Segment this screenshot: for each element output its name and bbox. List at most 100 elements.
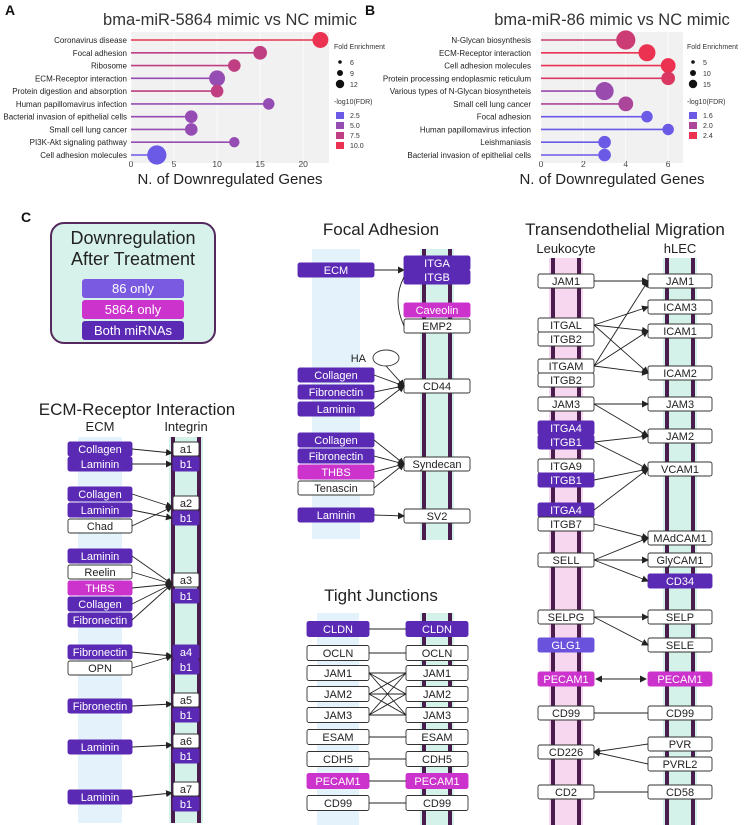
x-tick-label: 20 xyxy=(298,159,308,169)
tight-right-jam1: JAM1 xyxy=(405,665,469,681)
legend-color-label: 2.0 xyxy=(703,123,713,130)
tight-left-cldn-label: CLDN xyxy=(323,624,353,636)
legend-size-label: 9 xyxy=(350,71,354,78)
plot-area xyxy=(541,32,683,163)
tight-left-jam2-label: JAM2 xyxy=(324,689,352,701)
hlec-cd34-label: CD34 xyxy=(666,576,694,588)
ecm-ligand-fibronectin: Fibronectin xyxy=(67,644,133,660)
hlec-cd58: CD58 xyxy=(647,784,713,800)
hlec-jam3: JAM3 xyxy=(647,396,713,412)
lollipop-point xyxy=(641,110,653,123)
legend-size-dot xyxy=(688,79,698,89)
ecm-ligand-opn: OPN xyxy=(67,660,133,676)
leukocyte-itga9-label: ITGA9 xyxy=(550,461,582,473)
x-axis-label: N. of Downregulated Genes xyxy=(519,171,704,188)
ecm-binding-arrow xyxy=(131,571,173,586)
hlec-pvr: PVR xyxy=(647,736,713,752)
focal-ligand-fibronectin-label: Fibronectin xyxy=(309,387,363,399)
ecm-ligand-thbs: THBS xyxy=(67,580,133,596)
integrin-b1-label: b1 xyxy=(180,459,192,471)
legend-color-swatch xyxy=(689,112,697,119)
tight-right-ocln: OCLN xyxy=(405,645,469,661)
leukocyte-itgam: ITGAM xyxy=(537,358,595,374)
tight-right-jam3-label: JAM3 xyxy=(423,710,451,722)
leukocyte-cd2-label: CD2 xyxy=(555,787,577,799)
category-label: Bacterial invasion of epithelial cells xyxy=(3,113,127,122)
leukocyte-itgb1: ITGB1 xyxy=(537,434,595,450)
focal-receptor-sv2-label: SV2 xyxy=(427,511,448,523)
integrin-b1: b1 xyxy=(172,510,200,526)
tight-left-esam: ESAM xyxy=(306,729,370,745)
focal-ha: HA xyxy=(351,349,400,367)
category-label: ECM-Receptor interaction xyxy=(35,74,127,83)
tight-left-cdh5: CDH5 xyxy=(306,751,370,767)
lollipop-point xyxy=(618,96,634,112)
legend-size-title: Fold Enrichment xyxy=(687,44,738,51)
ecm-binding-arrow xyxy=(131,509,173,521)
focal-receptor-caveolin: Caveolin xyxy=(403,302,471,318)
leukocyte-membrane xyxy=(549,258,583,825)
legend-size-label: 15 xyxy=(703,82,711,89)
tight-right-cdh5-label: CDH5 xyxy=(422,754,452,766)
focal-membrane xyxy=(420,249,454,540)
tight-left-cd99: CD99 xyxy=(306,795,370,811)
tight-right-cd99: CD99 xyxy=(405,795,469,811)
ecm-ligand-opn-label: OPN xyxy=(88,663,112,675)
focal-receptor-itgb-label: ITGB xyxy=(424,272,450,284)
ecm-ligand-laminin-label: Laminin xyxy=(81,742,120,754)
hlec-jam2: JAM2 xyxy=(647,428,713,444)
focal-ligand-fibronectin-label: Fibronectin xyxy=(309,451,363,463)
focal-ligand-collagen-label: Collagen xyxy=(314,370,357,382)
integrin-a7: a7 xyxy=(172,781,200,797)
integrin-membrane xyxy=(169,437,203,823)
hlec-icam3: ICAM3 xyxy=(647,299,713,315)
legend-size-dot xyxy=(337,70,343,76)
hlec-cd58-label: CD58 xyxy=(666,787,694,799)
integrin-b1: b1 xyxy=(172,456,200,472)
integrin-a7-label: a7 xyxy=(180,784,192,796)
hlec-cd99-label: CD99 xyxy=(666,708,694,720)
hlec-pecam1-label: PECAM1 xyxy=(657,674,702,686)
integrin-b1: b1 xyxy=(172,588,200,604)
leukocyte-cd99: CD99 xyxy=(537,705,595,721)
focal-ecm-label: ECM xyxy=(324,265,348,277)
integrin-a2: a2 xyxy=(172,495,200,511)
leukocyte-itgb2: ITGB2 xyxy=(537,331,595,347)
downregulation-legend: Downregulation After Treatment 86 only 5… xyxy=(50,222,216,344)
tight-right-pecam1-label: PECAM1 xyxy=(414,776,459,788)
focal-receptor-emp2-label: EMP2 xyxy=(422,321,452,333)
ecm-binding-arrow xyxy=(131,654,173,669)
hlec-sele-label: SELE xyxy=(666,640,694,652)
legend-color-label: 7.5 xyxy=(350,133,360,140)
panel-label-c: C xyxy=(21,209,31,225)
tight-left-jam3-label: JAM3 xyxy=(324,710,352,722)
ecm-binding-arrow xyxy=(131,700,173,708)
migration-arrow xyxy=(593,441,649,470)
leukocyte-itgb2: ITGB2 xyxy=(537,372,595,388)
ecm-ligand-collagen: Collagen xyxy=(67,441,133,457)
trans-section-title: Transendothelial Migration xyxy=(525,220,725,239)
hlec-selp-label: SELP xyxy=(666,612,694,624)
chart-legend: Fold Enrichment6912-log10(FDR)2.55.07.51… xyxy=(334,44,385,150)
leukocyte-glg1: GLG1 xyxy=(537,637,595,653)
leukocyte-selpg: SELPG xyxy=(537,609,595,625)
panel-label-a: A xyxy=(5,2,15,18)
leukocyte-itgb1-label: ITGB1 xyxy=(550,475,582,487)
tight-right-jam1-label: JAM1 xyxy=(423,668,451,680)
focal-ligand-tenascin: Tenascin xyxy=(297,480,375,496)
tight-right-jam2: JAM2 xyxy=(405,686,469,702)
ecm-ligand-laminin: Laminin xyxy=(67,456,133,472)
lollipop-point xyxy=(184,123,198,136)
leukocyte-column-header: Leukocyte xyxy=(536,241,595,256)
focal-arrow xyxy=(373,385,405,410)
focal-ecm: ECM xyxy=(297,262,375,278)
leukocyte-pecam1-label: PECAM1 xyxy=(543,674,588,686)
leukocyte-cd99-label: CD99 xyxy=(552,708,580,720)
tight-left-cldn: CLDN xyxy=(306,621,370,637)
tight-left-ocln: OCLN xyxy=(306,645,370,661)
lollipop-point xyxy=(312,32,329,48)
legend-size-label: 5 xyxy=(703,60,707,67)
integrin-a5-label: a5 xyxy=(180,695,192,707)
legend-color-title: -log10(FDR) xyxy=(687,99,726,106)
